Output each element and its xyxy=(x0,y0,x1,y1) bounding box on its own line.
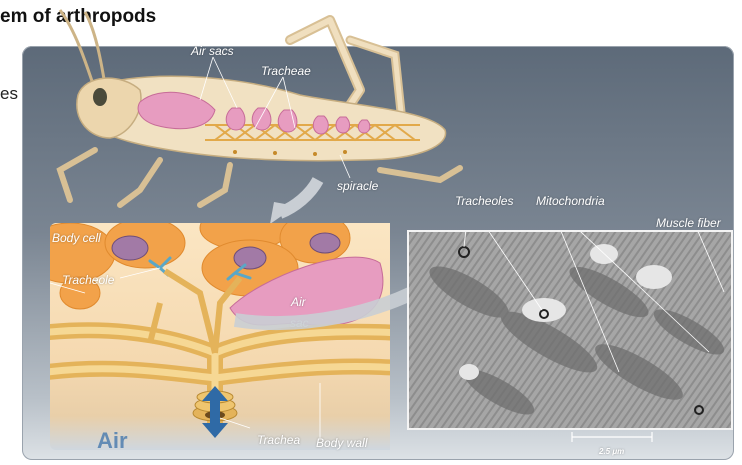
scale-bar-label: 2.5 μm xyxy=(599,447,624,456)
